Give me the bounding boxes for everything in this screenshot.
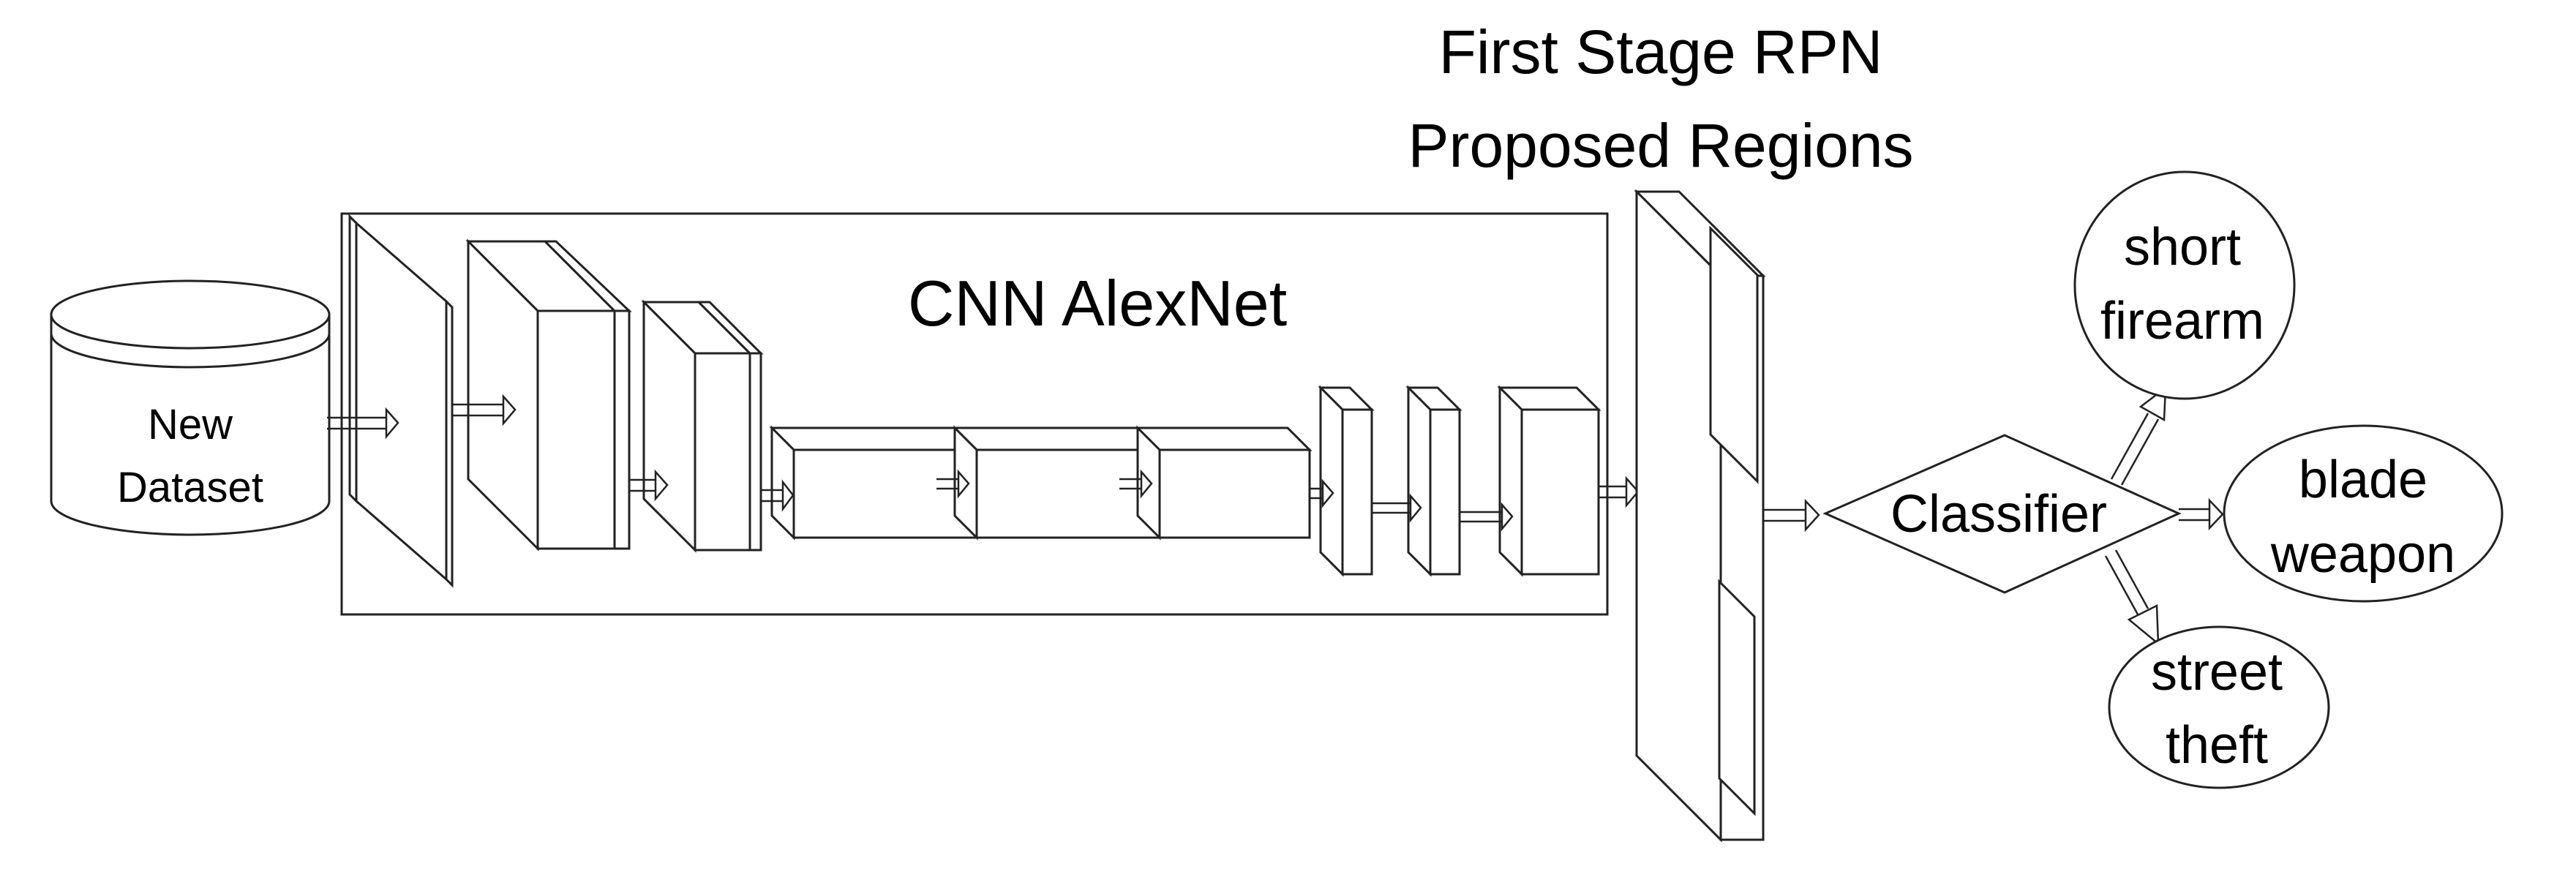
arrow-classifier-to-street-theft [2104,549,2160,646]
arrow-layer4-to-layer5 [936,469,970,499]
dataset-cylinder: New Dataset [50,279,331,536]
output-short-firearm: short firearm [2073,170,2296,400]
fc-layer-8 [1405,385,1462,577]
arrow-cnn-to-rpn [1599,475,1640,508]
dataset-label-line2: Dataset [117,464,263,511]
output-blade-weapon: blade weapon [2223,424,2504,603]
conv-layer-6 [1135,425,1313,541]
classifier-label: Classifier [1890,485,2107,543]
conv-layer-5 [952,425,1163,541]
cnn-frame [340,212,1609,616]
stage-title-line1: First Stage RPN [1439,18,1883,86]
classifier-node: Classifier [1822,434,2182,594]
proposed-region-lower [1718,579,1756,816]
rpn-slab [1634,189,1766,843]
arrow-layer5-to-layer6 [1119,469,1153,499]
conv-layer-2 [465,238,632,552]
arrow-layer3-to-layer4 [761,479,795,512]
output-blade-weapon-line2: weapon [2270,525,2455,584]
fc-layer-9 [1497,385,1601,577]
arrow-layer6-to-layer7 [1310,478,1334,508]
output-street-theft-line2: theft [2166,716,2268,775]
output-short-firearm-line1: short [2124,218,2241,276]
cnn-label: CNN AlexNet [908,267,1287,339]
conv-layer-4 [769,425,980,541]
output-blade-weapon-line1: blade [2299,451,2427,509]
arrow-dataset-to-cnn [327,407,399,440]
arrow-layer1-to-layer2 [452,394,517,426]
arrow-classifier-to-blade [2179,497,2224,531]
arrow-layer8-to-layer9 [1460,502,1514,532]
output-street-theft: street theft [2108,625,2330,789]
arrow-classifier-to-short-firearm [2110,385,2167,486]
proposed-region-upper [1709,225,1759,484]
arrow-layer7-to-layer8 [1372,493,1422,523]
flow-arrows [327,385,2224,646]
dataset-label-line1: New [148,401,233,448]
stage-title-line2: Proposed Regions [1408,111,1913,180]
fc-layer-7 [1318,385,1375,577]
conv-layer-1 [348,214,454,588]
conv-layer-3 [641,299,764,553]
output-short-firearm-line2: firearm [2100,292,2264,350]
arrow-layer2-to-layer3 [629,469,669,502]
output-street-theft-line1: street [2151,643,2283,701]
